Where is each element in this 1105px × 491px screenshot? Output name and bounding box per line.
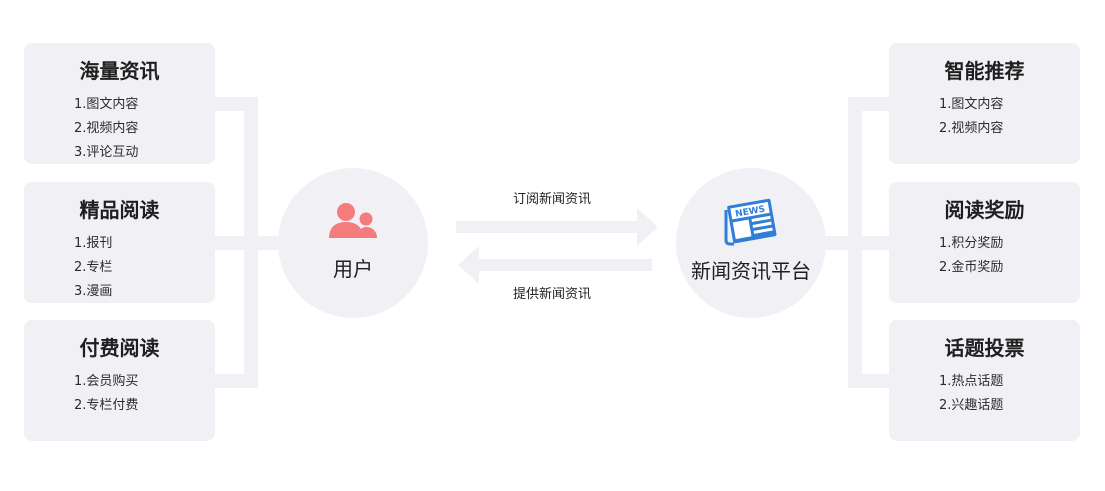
- newspaper-icon: NEWS: [724, 198, 777, 246]
- card-title: 精品阅读: [79, 198, 160, 222]
- list-item: 2.专栏付费: [74, 398, 139, 413]
- user-label: 用户: [333, 257, 373, 281]
- list-item: 3.漫画: [74, 284, 113, 299]
- card-title: 话题投票: [944, 336, 1025, 360]
- card-paid-reading: 付费阅读 1.会员购买 2.专栏付费: [24, 320, 215, 441]
- list-item: 1.热点话题: [939, 374, 1004, 389]
- card-smart-recommend: 智能推荐 1.图文内容 2.视频内容: [889, 43, 1080, 164]
- list-item: 1.积分奖励: [939, 236, 1004, 251]
- arrow-right-icon: [456, 208, 658, 246]
- list-item: 1.报刊: [74, 236, 113, 251]
- card-item-list: 1.报刊 2.专栏 3.漫画: [74, 232, 112, 304]
- list-item: 2.专栏: [74, 260, 113, 275]
- arrow-label-provide: 提供新闻资讯: [512, 287, 591, 302]
- card-title: 阅读奖励: [944, 198, 1025, 222]
- arrow-left-icon: [458, 246, 652, 284]
- card-item-list: 1.图文内容 2.视频内容 3.评论互动: [74, 93, 138, 165]
- card-title: 海量资讯: [79, 59, 160, 83]
- list-item: 3.评论互动: [74, 145, 139, 160]
- card-topic-vote: 话题投票 1.热点话题 2.兴趣话题: [889, 320, 1080, 441]
- right-connector-vertical: [848, 97, 862, 388]
- left-connector-vertical: [244, 97, 258, 388]
- card-title: 付费阅读: [79, 336, 160, 360]
- card-item-list: 1.图文内容 2.视频内容: [939, 93, 1003, 141]
- card-mass-content: 海量资讯 1.图文内容 2.视频内容 3.评论互动: [24, 43, 215, 164]
- user-node: 用户: [278, 168, 428, 318]
- card-item-list: 1.热点话题 2.兴趣话题: [939, 370, 1003, 418]
- platform-node: NEWS 新闻资讯平台: [676, 168, 826, 318]
- list-item: 2.视频内容: [939, 121, 1004, 136]
- users-icon: [329, 203, 377, 238]
- card-item-list: 1.积分奖励 2.金币奖励: [939, 232, 1003, 280]
- list-item: 2.金币奖励: [939, 260, 1004, 275]
- card-premium-reading: 精品阅读 1.报刊 2.专栏 3.漫画: [24, 182, 215, 303]
- list-item: 1.图文内容: [939, 97, 1004, 112]
- card-title: 智能推荐: [944, 59, 1025, 83]
- list-item: 2.视频内容: [74, 121, 139, 136]
- arrow-label-subscribe: 订阅新闻资讯: [512, 192, 591, 207]
- list-item: 1.图文内容: [74, 97, 139, 112]
- card-item-list: 1.会员购买 2.专栏付费: [74, 370, 138, 418]
- list-item: 2.兴趣话题: [939, 398, 1004, 413]
- list-item: 1.会员购买: [74, 374, 139, 389]
- platform-label: 新闻资讯平台: [691, 259, 811, 283]
- card-reading-reward: 阅读奖励 1.积分奖励 2.金币奖励: [889, 182, 1080, 303]
